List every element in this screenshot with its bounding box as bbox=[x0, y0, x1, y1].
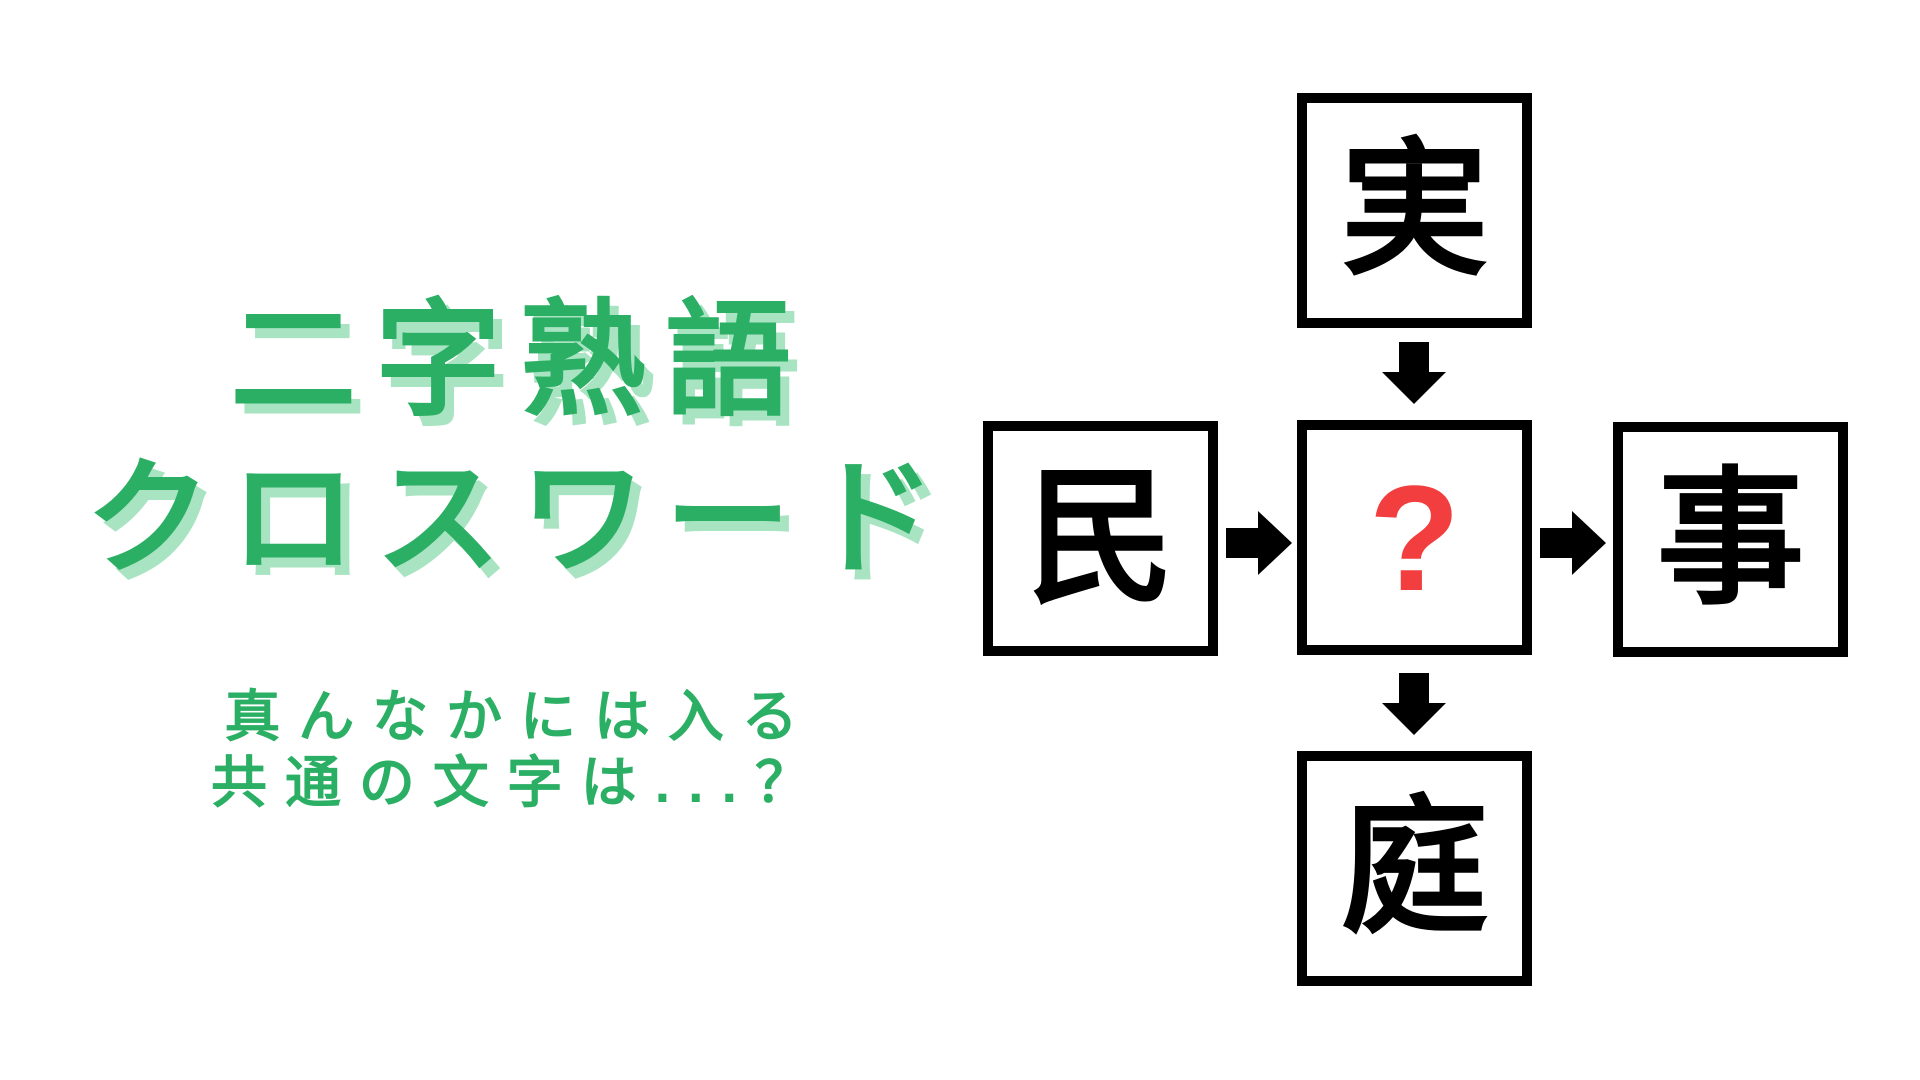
page-subtitle: 真んなかには入る 共通の文字は...？ bbox=[0, 684, 1040, 816]
subtitle-line-2: 共通の文字は...？ bbox=[211, 751, 829, 814]
title-line-2: クロスワード bbox=[85, 448, 955, 589]
arrow-down-icon bbox=[1382, 342, 1446, 404]
puzzle-box-center: ? bbox=[1297, 420, 1532, 655]
arrow-down-icon bbox=[1382, 673, 1446, 735]
puzzle-box-top: 実 bbox=[1297, 93, 1532, 328]
subtitle-line-1: 真んなかには入る bbox=[224, 685, 816, 748]
puzzle-box-bottom: 庭 bbox=[1297, 751, 1532, 986]
puzzle-box-right: 事 bbox=[1613, 422, 1848, 657]
arrow-right-icon bbox=[1226, 511, 1292, 575]
page-title: 二字熟語 クロスワード bbox=[0, 282, 1040, 598]
arrow-right-icon bbox=[1540, 511, 1606, 575]
kanji-right: 事 bbox=[1656, 456, 1805, 622]
puzzle-box-left: 民 bbox=[983, 421, 1218, 656]
mystery-question-mark: ? bbox=[1368, 453, 1461, 622]
kanji-top: 実 bbox=[1340, 127, 1489, 293]
kanji-bottom: 庭 bbox=[1340, 785, 1489, 951]
title-line-1: 二字熟語 bbox=[230, 290, 810, 431]
kanji-left: 民 bbox=[1026, 455, 1175, 621]
